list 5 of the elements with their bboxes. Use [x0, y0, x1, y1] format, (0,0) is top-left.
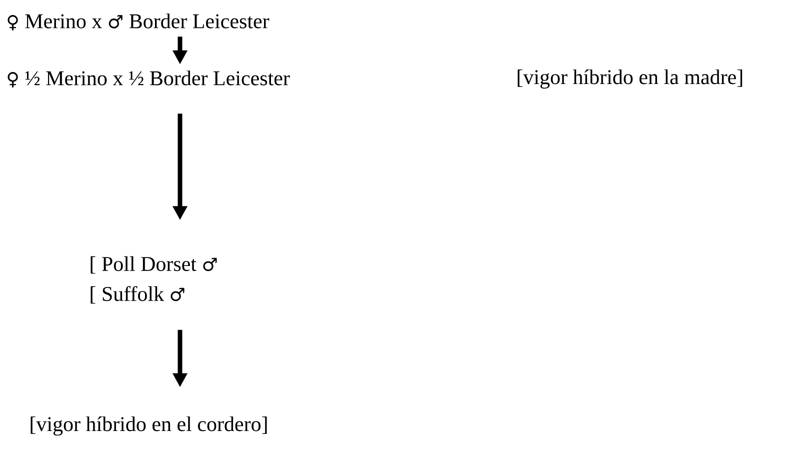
crossbreed-text: ♀ Merino x ♂ Border Leicester: [8, 14, 270, 30]
annotation-text: [vigor híbrido en la madre]: [518, 69, 742, 89]
crossbreed-text: [vigor híbrido en el cordero]: [30, 416, 267, 436]
crossbreed-text: ♀ ½ Merino x ½ Border Leicester: [8, 70, 290, 88]
sire-list-text: [ Poll Dorset ♂ [ Suffolk ♂: [90, 256, 217, 304]
